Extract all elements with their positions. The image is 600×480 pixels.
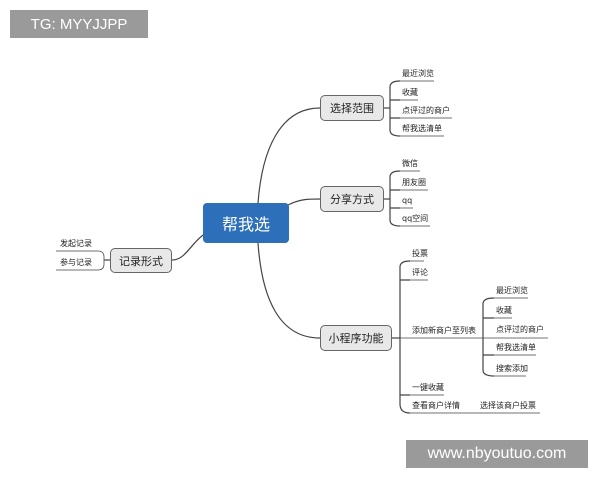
leaf[interactable]: 投票 [412, 249, 428, 258]
leaf[interactable]: 搜索添加 [496, 364, 528, 373]
leaf[interactable]: 最近浏览 [402, 69, 434, 78]
central-node[interactable]: 帮我选 [203, 203, 289, 243]
leaf[interactable]: 选择该商户投票 [480, 401, 536, 410]
branch-share[interactable]: 分享方式 [320, 186, 384, 212]
leaf[interactable]: 点评过的商户 [402, 106, 450, 115]
leaf[interactable]: 查看商户详情 [412, 401, 460, 410]
leaf[interactable]: 点评过的商户 [496, 325, 544, 334]
leaf[interactable]: 发起记录 [60, 239, 92, 248]
leaf[interactable]: 参与记录 [60, 258, 92, 267]
branch-record[interactable]: 记录形式 [110, 248, 172, 273]
leaf[interactable]: 帮我选清单 [496, 343, 536, 352]
leaf[interactable]: qq [402, 196, 413, 205]
branch-features[interactable]: 小程序功能 [320, 325, 392, 351]
leaf[interactable]: 朋友圈 [402, 178, 426, 187]
leaf[interactable]: 评论 [412, 268, 428, 277]
leaf[interactable]: 一键收藏 [412, 383, 444, 392]
leaf[interactable]: 添加新商户至列表 [412, 326, 476, 335]
leaf[interactable]: qq空间 [402, 214, 429, 223]
watermark-bottom-right: www.nbyoutuo.com [406, 440, 588, 468]
leaf[interactable]: 收藏 [496, 306, 512, 315]
branch-scope[interactable]: 选择范围 [320, 95, 384, 121]
leaf[interactable]: 微信 [402, 159, 418, 168]
leaf[interactable]: 最近浏览 [496, 286, 528, 295]
leaf[interactable]: 帮我选清单 [402, 124, 442, 133]
leaf[interactable]: 收藏 [402, 88, 418, 97]
watermark-top-left: TG: MYYJJPP [10, 10, 148, 38]
